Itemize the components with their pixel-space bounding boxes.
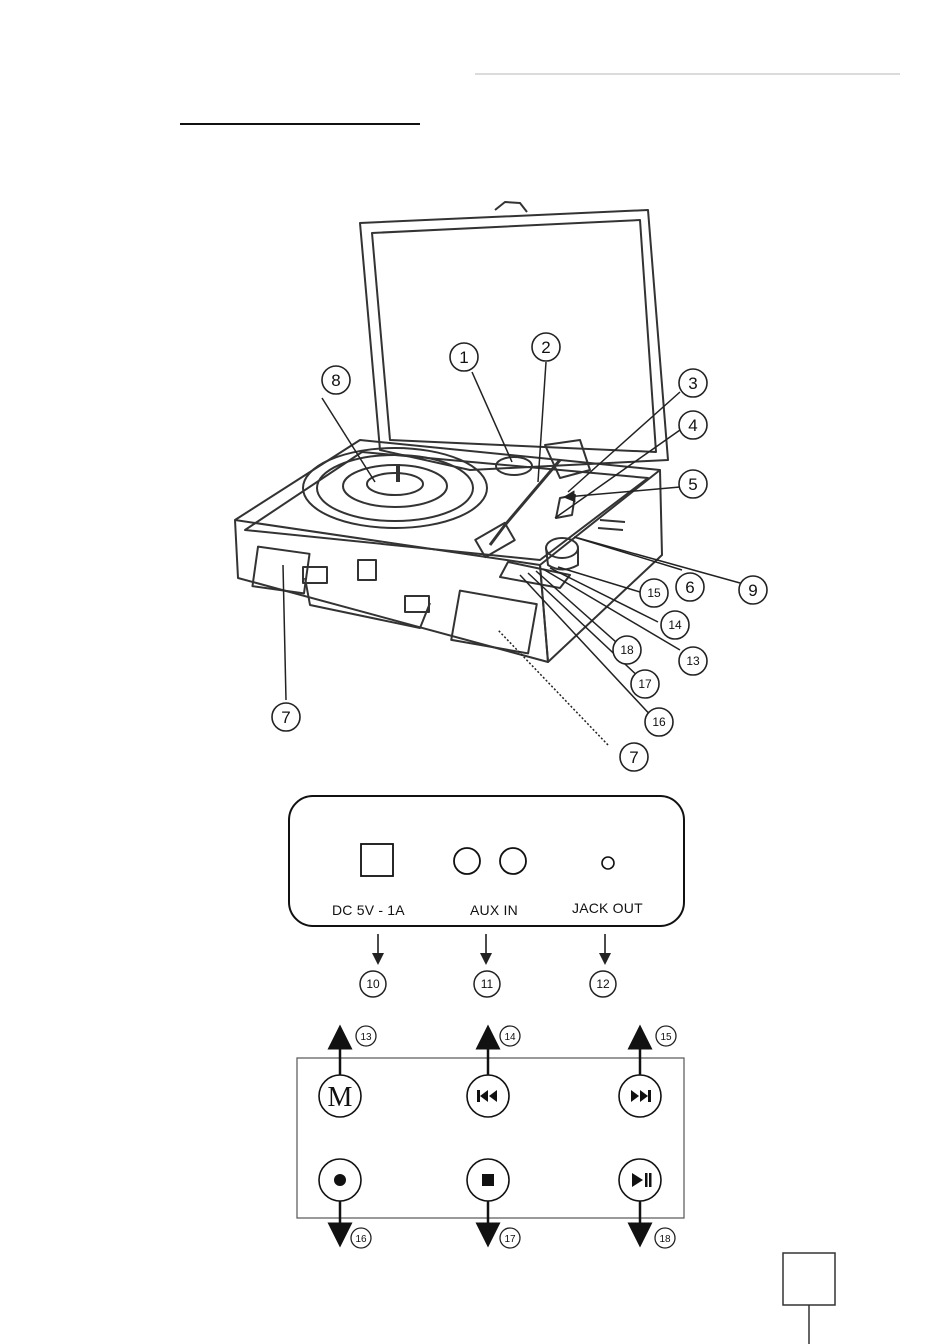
- callout-b16: 16: [355, 1234, 367, 1245]
- callout-b18: 18: [659, 1234, 671, 1245]
- callout-b14: 14: [504, 1032, 516, 1043]
- stop-icon: [482, 1174, 494, 1186]
- callout-b13: 13: [360, 1032, 372, 1043]
- callout-b15: 15: [660, 1032, 672, 1043]
- record-icon: [334, 1174, 346, 1186]
- mode-button-glyph: M: [328, 1082, 353, 1113]
- callout-b17: 17: [504, 1234, 516, 1245]
